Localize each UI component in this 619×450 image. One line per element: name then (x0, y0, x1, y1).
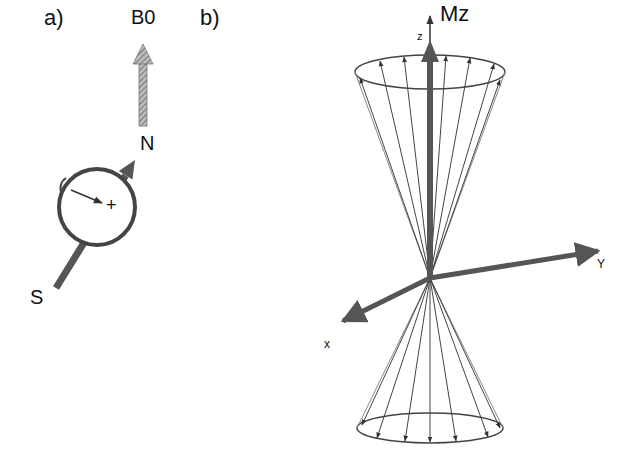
axis-label: Y (597, 258, 605, 271)
panel-label: b) (200, 6, 220, 30)
field-label: B0 (131, 6, 155, 28)
axis-label: z (417, 30, 423, 42)
current-loop (59, 169, 135, 245)
rotation-mark (60, 178, 66, 194)
field-arrow (133, 44, 153, 126)
pole-label: S (30, 286, 43, 308)
spin-vectors (360, 56, 500, 442)
charge-label: + (106, 196, 117, 216)
panel-label: a) (44, 6, 64, 30)
radius-arrow (71, 190, 102, 203)
pole-label: N (140, 132, 154, 154)
dipole-arrow (56, 160, 135, 288)
magnetization-label: Mz (440, 2, 469, 26)
axis-label: x (324, 338, 330, 351)
precession-cones (355, 55, 505, 443)
coordinate-axes (343, 16, 598, 321)
